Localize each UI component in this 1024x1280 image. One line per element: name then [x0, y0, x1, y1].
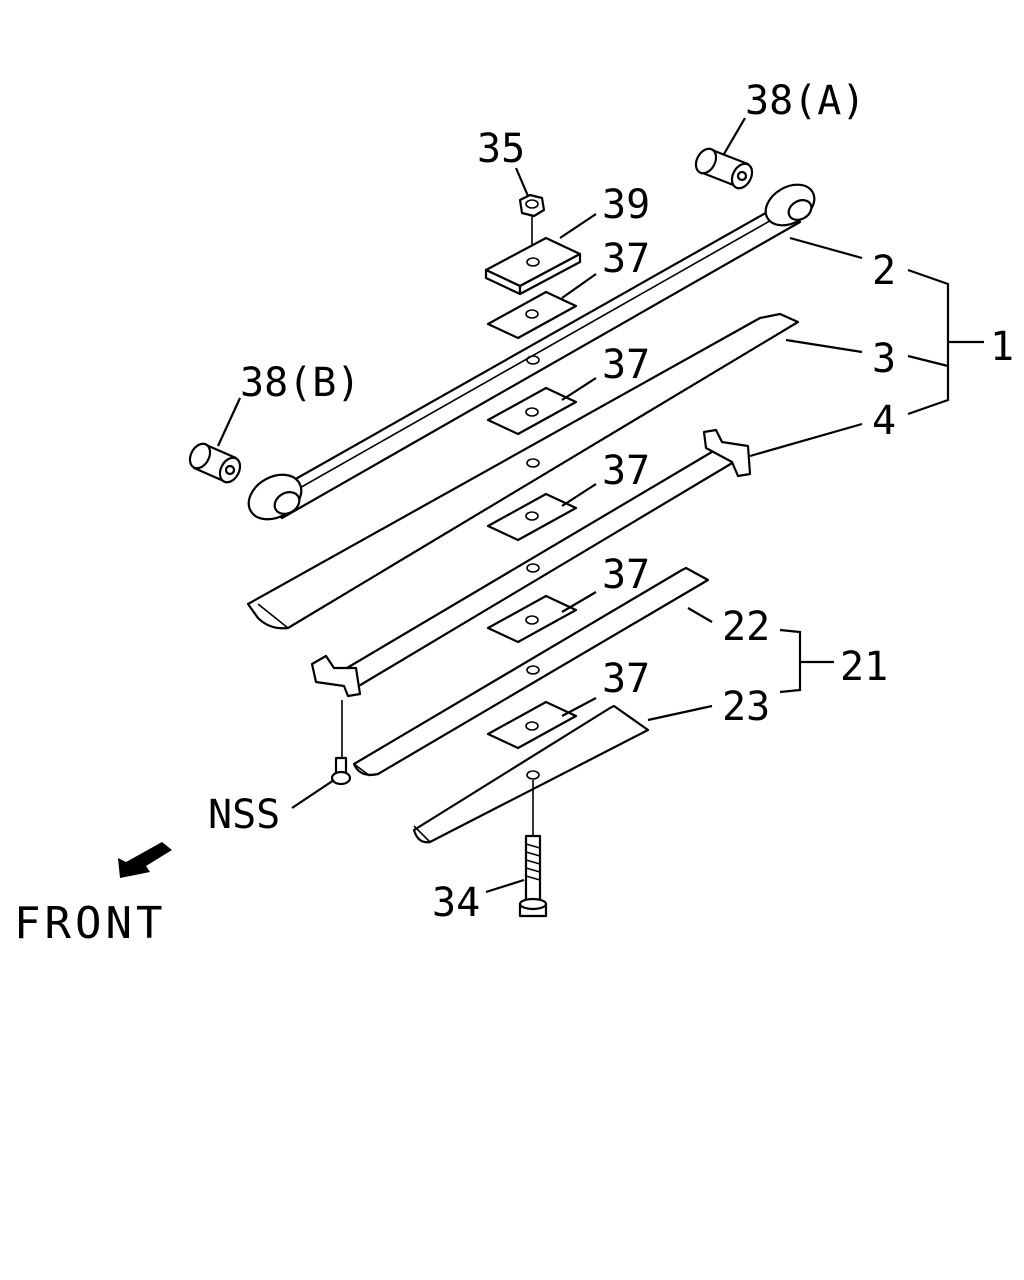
leaf-22 — [352, 566, 710, 777]
label-2: 2 — [872, 248, 896, 294]
pad-37-second — [486, 386, 578, 436]
label-37: 37 — [602, 656, 650, 702]
screw-nss — [330, 700, 352, 786]
front-arrow-icon — [118, 842, 172, 878]
pad-37-third — [486, 492, 578, 542]
centre-bolt-34 — [518, 780, 548, 918]
centre-hole — [526, 563, 540, 573]
label-37: 37 — [602, 448, 650, 494]
plate-39 — [484, 236, 582, 296]
main-leaf-2 — [247, 183, 816, 521]
part-labels: 38(A) 35 39 37 2 3 1 38(B) 37 4 37 37 22… — [14, 78, 1014, 949]
label-3: 3 — [872, 336, 896, 382]
label-37: 37 — [602, 236, 650, 282]
leader-lines — [217, 117, 984, 894]
bushing-38b — [188, 442, 242, 484]
pad-37-fourth — [486, 594, 578, 644]
centre-hole — [526, 665, 540, 675]
leaf-23 — [412, 704, 650, 844]
label-23: 23 — [722, 684, 770, 730]
pad-37-top — [486, 290, 578, 340]
leaf-3 — [246, 312, 800, 630]
centre-hole — [526, 355, 540, 365]
label-21: 21 — [840, 644, 888, 690]
label-34: 34 — [432, 880, 480, 926]
label-22: 22 — [722, 604, 770, 650]
bushing-38a — [694, 147, 754, 190]
label-1: 1 — [990, 324, 1014, 370]
label-39: 39 — [602, 182, 650, 228]
label-front: FRONT — [14, 898, 166, 949]
label-37: 37 — [602, 552, 650, 598]
centre-hole — [526, 770, 540, 780]
pad-37-fifth — [486, 700, 578, 750]
label-38a: 38(A) — [745, 78, 865, 124]
centre-hole — [526, 458, 540, 468]
leaf-4 — [310, 428, 752, 698]
label-nss: NSS — [208, 792, 280, 838]
label-38b: 38(B) — [240, 360, 360, 406]
label-37: 37 — [602, 342, 650, 388]
label-35: 35 — [477, 126, 525, 172]
label-4: 4 — [872, 398, 896, 444]
